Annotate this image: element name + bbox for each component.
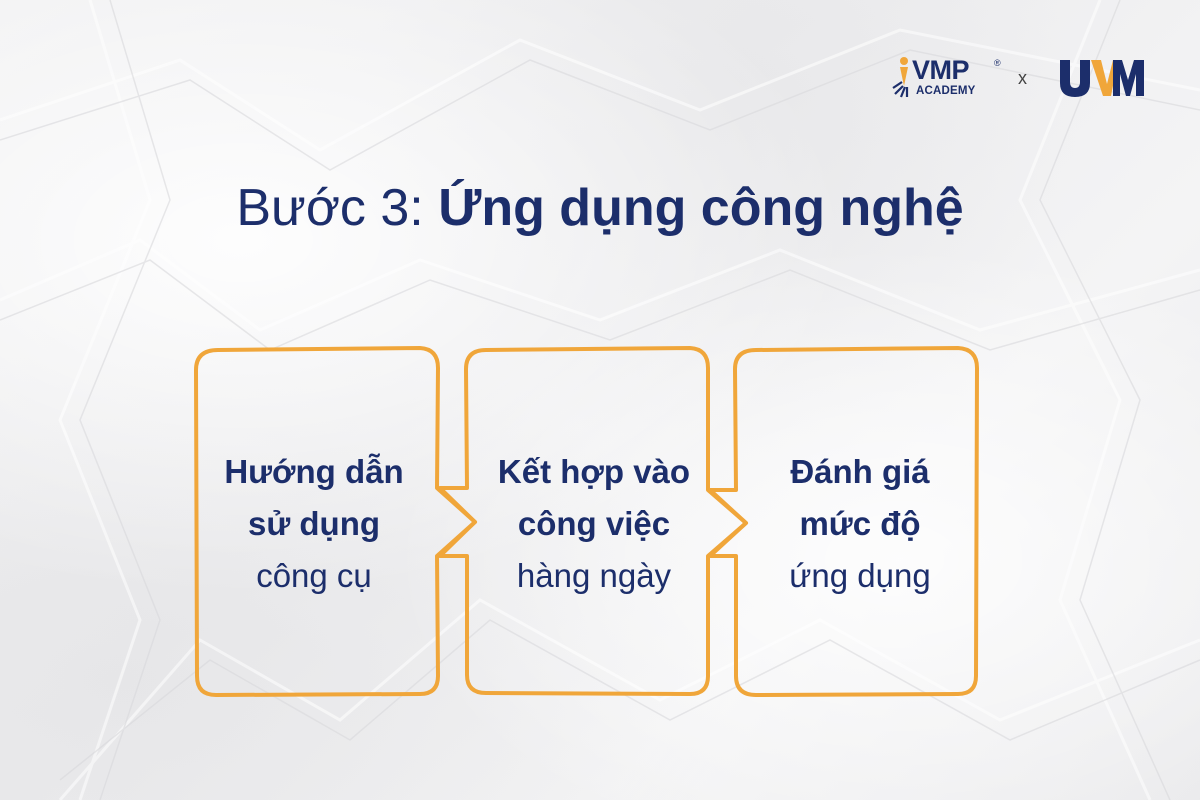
- step-1: Hướng dẫn sử dụng công cụ: [199, 446, 429, 602]
- step-2: Kết hợp vào công việc hàng ngày: [479, 446, 709, 602]
- vmp-academy-logo: VMP ® ACADEMY: [890, 54, 1010, 104]
- step-1-line-3: công cụ: [256, 557, 372, 594]
- step-3-frame: [708, 346, 979, 697]
- step-3-line-2: mức độ: [799, 505, 921, 542]
- step-2-line-3: hàng ngày: [516, 557, 672, 594]
- vmp-person-icon: [892, 57, 909, 98]
- step-1-line-2: sử dụng: [247, 505, 381, 542]
- title-prefix: Bước 3:: [236, 179, 439, 237]
- step-2-frame: [438, 346, 748, 696]
- step-3: Đánh giá mức độ ứng dụng: [745, 446, 975, 602]
- step-1-frame: [194, 346, 477, 697]
- page-title: Bước 3: Ứng dụng công nghệ: [0, 178, 1200, 238]
- uvm-logo: [1060, 60, 1144, 97]
- step-2-line-1: Kết hợp vào: [497, 453, 691, 490]
- vmp-subtitle: ACADEMY: [916, 85, 976, 97]
- step-3-line-1: Đánh giá: [790, 453, 930, 490]
- registered-mark: ®: [994, 58, 1001, 68]
- step-2-line-2: công việc: [517, 505, 671, 542]
- partner-separator: x: [1018, 68, 1027, 88]
- title-main: Ứng dụng công nghệ: [438, 179, 964, 237]
- vmp-wordmark: VMP: [912, 55, 970, 85]
- step-1-line-1: Hướng dẫn: [224, 453, 404, 490]
- step-3-line-3: ứng dụng: [789, 557, 931, 594]
- partner-logos: VMP ® ACADEMY x: [890, 54, 1160, 104]
